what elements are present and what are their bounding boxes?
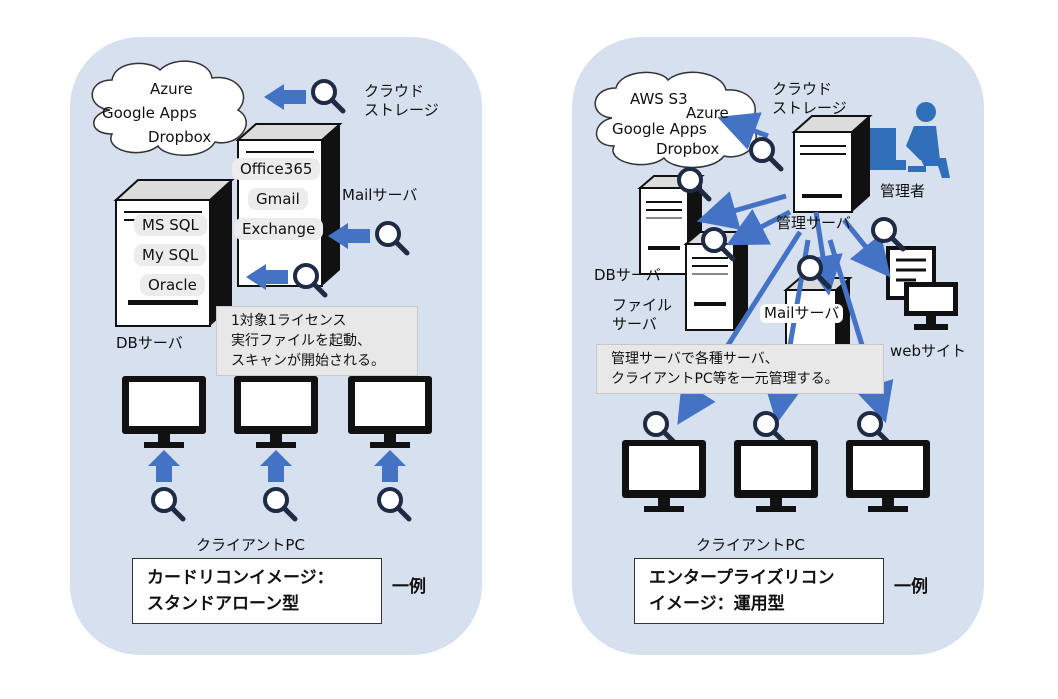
clients-label: クライアントPC (696, 536, 805, 554)
mail-server-label: Mailサーバ (760, 304, 844, 323)
magnifier-icon (379, 489, 409, 519)
right-caption-box: エンタープライズリコン イメージ：運用型 (634, 558, 884, 624)
note-line: スキャンが開始される。 (231, 353, 385, 369)
monitor-icon (122, 376, 206, 448)
cloud-service-name: Azure (686, 104, 729, 122)
mail-server-label: Mailサーバ (342, 186, 418, 204)
management-server-label: 管理サーバ (776, 214, 851, 232)
caption-line: エンタープライズリコン (649, 568, 835, 588)
mail-service-tag: Gmail (248, 188, 308, 210)
note-line: 1対象1ライセンス (231, 313, 347, 329)
magnifier-icon (265, 489, 295, 519)
monitor-icon (734, 440, 818, 512)
cloud-service-name: AWS S3 (630, 90, 688, 108)
cloud-storage-label: クラウド ストレージ (364, 82, 439, 119)
db-name-tag: My SQL (134, 244, 207, 266)
arrow-left-cloud (264, 84, 306, 110)
cloud-service-name: Dropbox (656, 140, 720, 158)
web-site-label: webサイト (890, 342, 967, 360)
caption-line: スタンドアローン型 (147, 594, 300, 614)
db-server-label: DBサーバ (594, 266, 661, 284)
monitor-icon (234, 376, 318, 448)
note-line: 実行ファイルを起動、 (231, 333, 371, 349)
db-server-label: DBサーバ (116, 334, 183, 352)
magnifier-icon (755, 413, 785, 443)
cloud-icon (91, 60, 247, 156)
caption-line: カードリコンイメージ： (147, 568, 334, 588)
website-screen-icon (886, 246, 958, 330)
cloud-service-name: Azure (150, 80, 193, 98)
magnifier-icon (859, 413, 889, 443)
admin-person-icon (856, 102, 950, 178)
arrow-up (260, 450, 292, 482)
monitor-icon (846, 440, 930, 512)
magnifier-icon (313, 81, 343, 111)
clients-label: クライアントPC (196, 536, 305, 554)
cloud-service-name: Google Apps (102, 104, 197, 122)
file-server-label: ファイル サーバ (612, 296, 673, 333)
mail-service-tag: Office365 (232, 158, 321, 180)
caption-line: イメージ：運用型 (649, 594, 785, 614)
arrow-up (148, 450, 180, 482)
arrow-up (374, 450, 406, 482)
monitor-icon (348, 376, 432, 448)
magnifier-icon (377, 223, 407, 253)
arrow-left-mail (328, 223, 370, 249)
db-name-tag: Oracle (140, 274, 205, 296)
monitor-icon (622, 440, 706, 512)
magnifier-icon (153, 489, 183, 519)
magnifier-icon (873, 219, 903, 249)
example-label: 一例 (894, 577, 928, 597)
note-line: 管理サーバで各種サーバ、 (611, 351, 779, 367)
cloud-storage-label: クラウド ストレージ (772, 80, 847, 117)
license-note: 1対象1ライセンス 実行ファイルを起動、 スキャンが開始される。 (216, 306, 418, 376)
magnifier-icon (751, 139, 781, 169)
cloud-service-name: Google Apps (612, 120, 707, 138)
cloud-service-name: Dropbox (148, 128, 212, 146)
db-name-tag: MS SQL (134, 214, 207, 236)
note-line: クライアントPC等を一元管理する。 (611, 371, 839, 387)
arrow-left-db (246, 264, 288, 290)
admin-label: 管理者 (880, 182, 926, 200)
central-management-note: 管理サーバで各種サーバ、 クライアントPC等を一元管理する。 (596, 344, 884, 394)
example-label: 一例 (392, 577, 426, 597)
mail-service-tag: Exchange (234, 218, 324, 240)
management-server-tower (791, 115, 873, 213)
magnifier-icon (645, 413, 675, 443)
left-caption-box: カードリコンイメージ： スタンドアローン型 (132, 558, 382, 624)
